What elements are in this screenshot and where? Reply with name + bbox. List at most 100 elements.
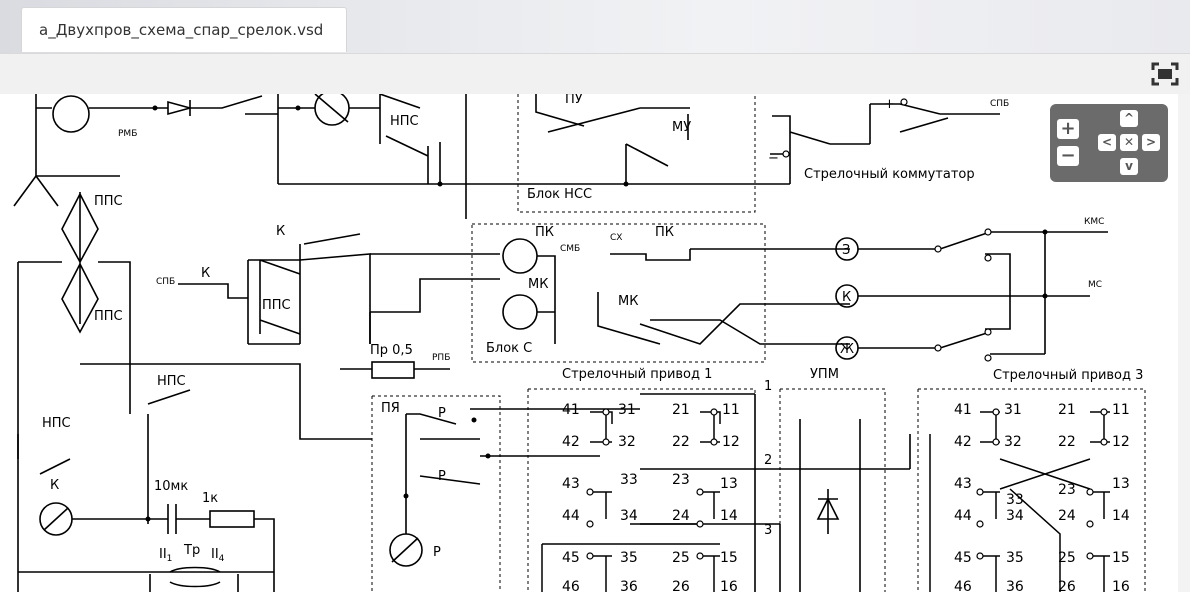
zoom-pan-panel: + − ^ < ✕ > v — [1050, 104, 1168, 182]
p3-c34: 34 — [1006, 508, 1024, 524]
label-ii1: II1 — [159, 547, 172, 564]
label-k-lower: К — [50, 478, 59, 493]
p3-c41: 41 — [954, 402, 972, 418]
label-ms: МС — [1088, 280, 1102, 290]
top-bar: а_Двухпров_схема_спар_срелок.vsd — [0, 0, 1190, 54]
p3-c33: 33 — [1006, 492, 1024, 508]
p3-c13: 13 — [1112, 476, 1130, 492]
label-privod1: Стрелочный привод 1 — [562, 367, 712, 382]
label-k-upper: К — [276, 224, 285, 239]
label-pu: ПУ — [565, 94, 583, 107]
label-mk: МК — [528, 277, 548, 292]
label-pya: ПЯ — [381, 401, 400, 416]
p1-c21: 21 — [672, 402, 690, 418]
p3-c46: 46 — [954, 579, 972, 592]
p3-c45: 45 — [954, 550, 972, 566]
label-ii4: II4 — [211, 547, 225, 564]
p1-c15: 15 — [720, 550, 738, 566]
p1-c23: 23 — [672, 472, 690, 488]
p1-c24: 24 — [672, 508, 690, 524]
label-res: 1к — [202, 491, 218, 506]
p3-c11: 11 — [1112, 402, 1130, 418]
pan-right-icon[interactable]: > — [1142, 134, 1160, 151]
label-z-lamp: З — [842, 243, 850, 258]
label-zh-lamp: Ж — [840, 342, 854, 357]
diagram-canvas[interactable]: РМБ НПС ПУ МУ Блок НСС + − СПБ Стрелочны… — [0, 94, 1178, 592]
label-tr: Тр — [183, 543, 200, 558]
viewer-toolbar — [0, 53, 1190, 95]
label-pps-lower: ППС — [94, 309, 123, 324]
label-r1: Р — [438, 406, 446, 421]
p1-c41: 41 — [562, 402, 580, 418]
label-wire2: 2 — [764, 453, 772, 468]
label-wire3: 3 — [764, 523, 772, 538]
label-block-s: Блок С — [486, 341, 532, 356]
p3-c24: 24 — [1058, 508, 1076, 524]
label-pps-upper: ППС — [94, 194, 123, 209]
label-minus: − — [768, 151, 779, 166]
pan-left-icon[interactable]: < — [1098, 134, 1116, 151]
label-rmb: РМБ — [118, 129, 137, 139]
vertical-scrollbar[interactable] — [1178, 94, 1190, 592]
p3-c44: 44 — [954, 508, 972, 524]
p1-c43: 43 — [562, 476, 580, 492]
p3-c22: 22 — [1058, 434, 1076, 450]
file-tab-title: а_Двухпров_схема_спар_срелок.vsd — [39, 21, 324, 39]
rmb-relay-symbol — [52, 95, 90, 133]
p1-c33: 33 — [620, 472, 638, 488]
p3-c12: 12 — [1112, 434, 1130, 450]
label-smb: СМБ — [560, 244, 580, 254]
p3-c32: 32 — [1004, 434, 1022, 450]
p3-c35: 35 — [1006, 550, 1024, 566]
p3-c25: 25 — [1058, 550, 1076, 566]
zoom-out-button[interactable]: − — [1057, 146, 1079, 166]
p1-c22: 22 — [672, 434, 690, 450]
p1-c26: 26 — [672, 579, 690, 592]
p3-c16: 16 — [1112, 579, 1130, 592]
p3-c42: 42 — [954, 434, 972, 450]
p3-c36: 36 — [1006, 579, 1024, 592]
p1-c13: 13 — [720, 476, 738, 492]
label-r2: Р — [438, 469, 446, 484]
label-wire1: 1 — [764, 379, 772, 394]
label-nps-top: НПС — [390, 114, 419, 129]
p1-c31: 31 — [618, 402, 636, 418]
p3-c23: 23 — [1058, 482, 1076, 498]
label-nps-mid: НПС — [157, 374, 186, 389]
label-k-lamp: К — [842, 290, 851, 305]
label-strelochny-kommutator: Стрелочный коммутатор — [804, 167, 975, 182]
label-spb-left: СПБ — [156, 277, 175, 287]
pan-reset-icon[interactable]: ✕ — [1120, 134, 1138, 151]
p1-c34: 34 — [620, 508, 638, 524]
p3-c14: 14 — [1112, 508, 1130, 524]
p3-c31: 31 — [1004, 402, 1022, 418]
p3-c15: 15 — [1112, 550, 1130, 566]
p3-c26: 26 — [1058, 579, 1076, 592]
file-tab[interactable]: а_Двухпров_схема_спар_срелок.vsd — [21, 7, 347, 52]
p1-c35: 35 — [620, 550, 638, 566]
label-cap: 10мк — [154, 479, 188, 494]
fullscreen-icon[interactable] — [1150, 61, 1180, 87]
pan-up-icon[interactable]: ^ — [1120, 110, 1138, 127]
label-kms: КМС — [1084, 217, 1104, 227]
label-privod3: Стрелочный привод 3 — [993, 368, 1143, 383]
p1-c44: 44 — [562, 508, 580, 524]
p1-c32: 32 — [618, 434, 636, 450]
p1-c45: 45 — [562, 550, 580, 566]
label-pr: Пр 0,5 — [370, 343, 413, 358]
label-pk-right: ПК — [655, 225, 674, 240]
p1-c11: 11 — [722, 402, 740, 418]
label-block-nss: Блок НСС — [527, 187, 592, 202]
label-spb-top: СПБ — [990, 99, 1009, 109]
label-mk-right: МК — [618, 294, 638, 309]
p1-c42: 42 — [562, 434, 580, 450]
p1-c14: 14 — [720, 508, 738, 524]
label-rpb: РПБ — [432, 353, 450, 363]
zoom-in-button[interactable]: + — [1057, 119, 1079, 139]
label-r3: Р — [433, 545, 441, 560]
label-pps-mid: ППС — [262, 298, 291, 313]
p1-c46: 46 — [562, 579, 580, 592]
pan-down-icon[interactable]: v — [1120, 158, 1138, 175]
p1-c12: 12 — [722, 434, 740, 450]
p3-c21: 21 — [1058, 402, 1076, 418]
